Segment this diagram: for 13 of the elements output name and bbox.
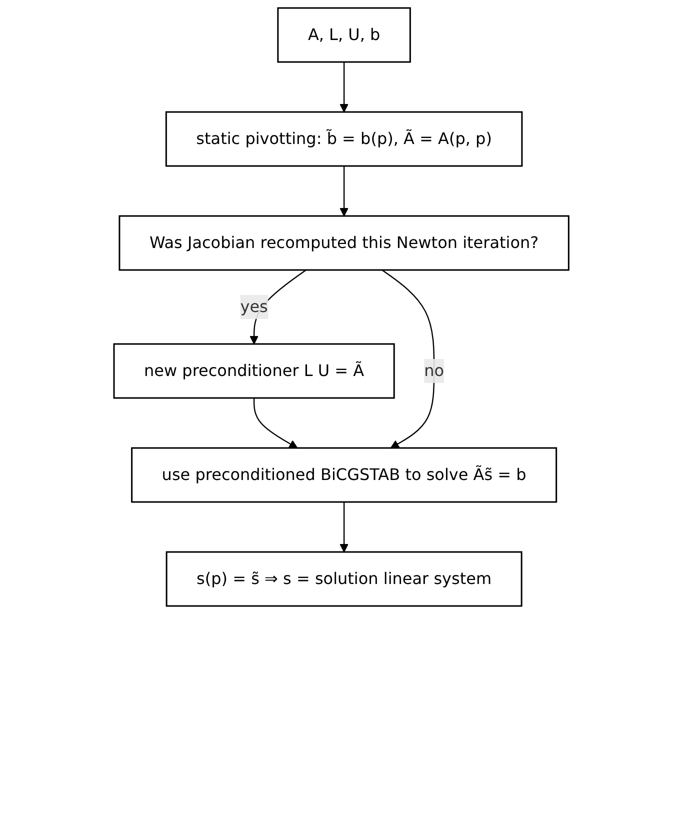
arrow bbox=[254, 398, 298, 448]
node-box: A, L, U, b bbox=[277, 7, 412, 63]
node-box: static pivotting: b̃ = b(p), Ã = A(p, p) bbox=[166, 111, 523, 167]
edge-label: yes bbox=[240, 296, 268, 316]
arrow bbox=[340, 166, 349, 216]
arrow bbox=[382, 270, 435, 448]
edge-label: no bbox=[424, 360, 444, 380]
node-box: new preconditioner L U = Ã bbox=[113, 343, 395, 399]
node-box: Was Jacobian recomputed this Newton iteration? bbox=[118, 215, 570, 271]
node-box: s(p) = s̃ ⇒ s = solution linear system bbox=[166, 551, 522, 607]
arrow bbox=[340, 502, 349, 552]
node-box: use preconditioned BiCGSTAB to solve Ãs̃ = b bbox=[131, 447, 558, 503]
arrow bbox=[340, 62, 349, 112]
